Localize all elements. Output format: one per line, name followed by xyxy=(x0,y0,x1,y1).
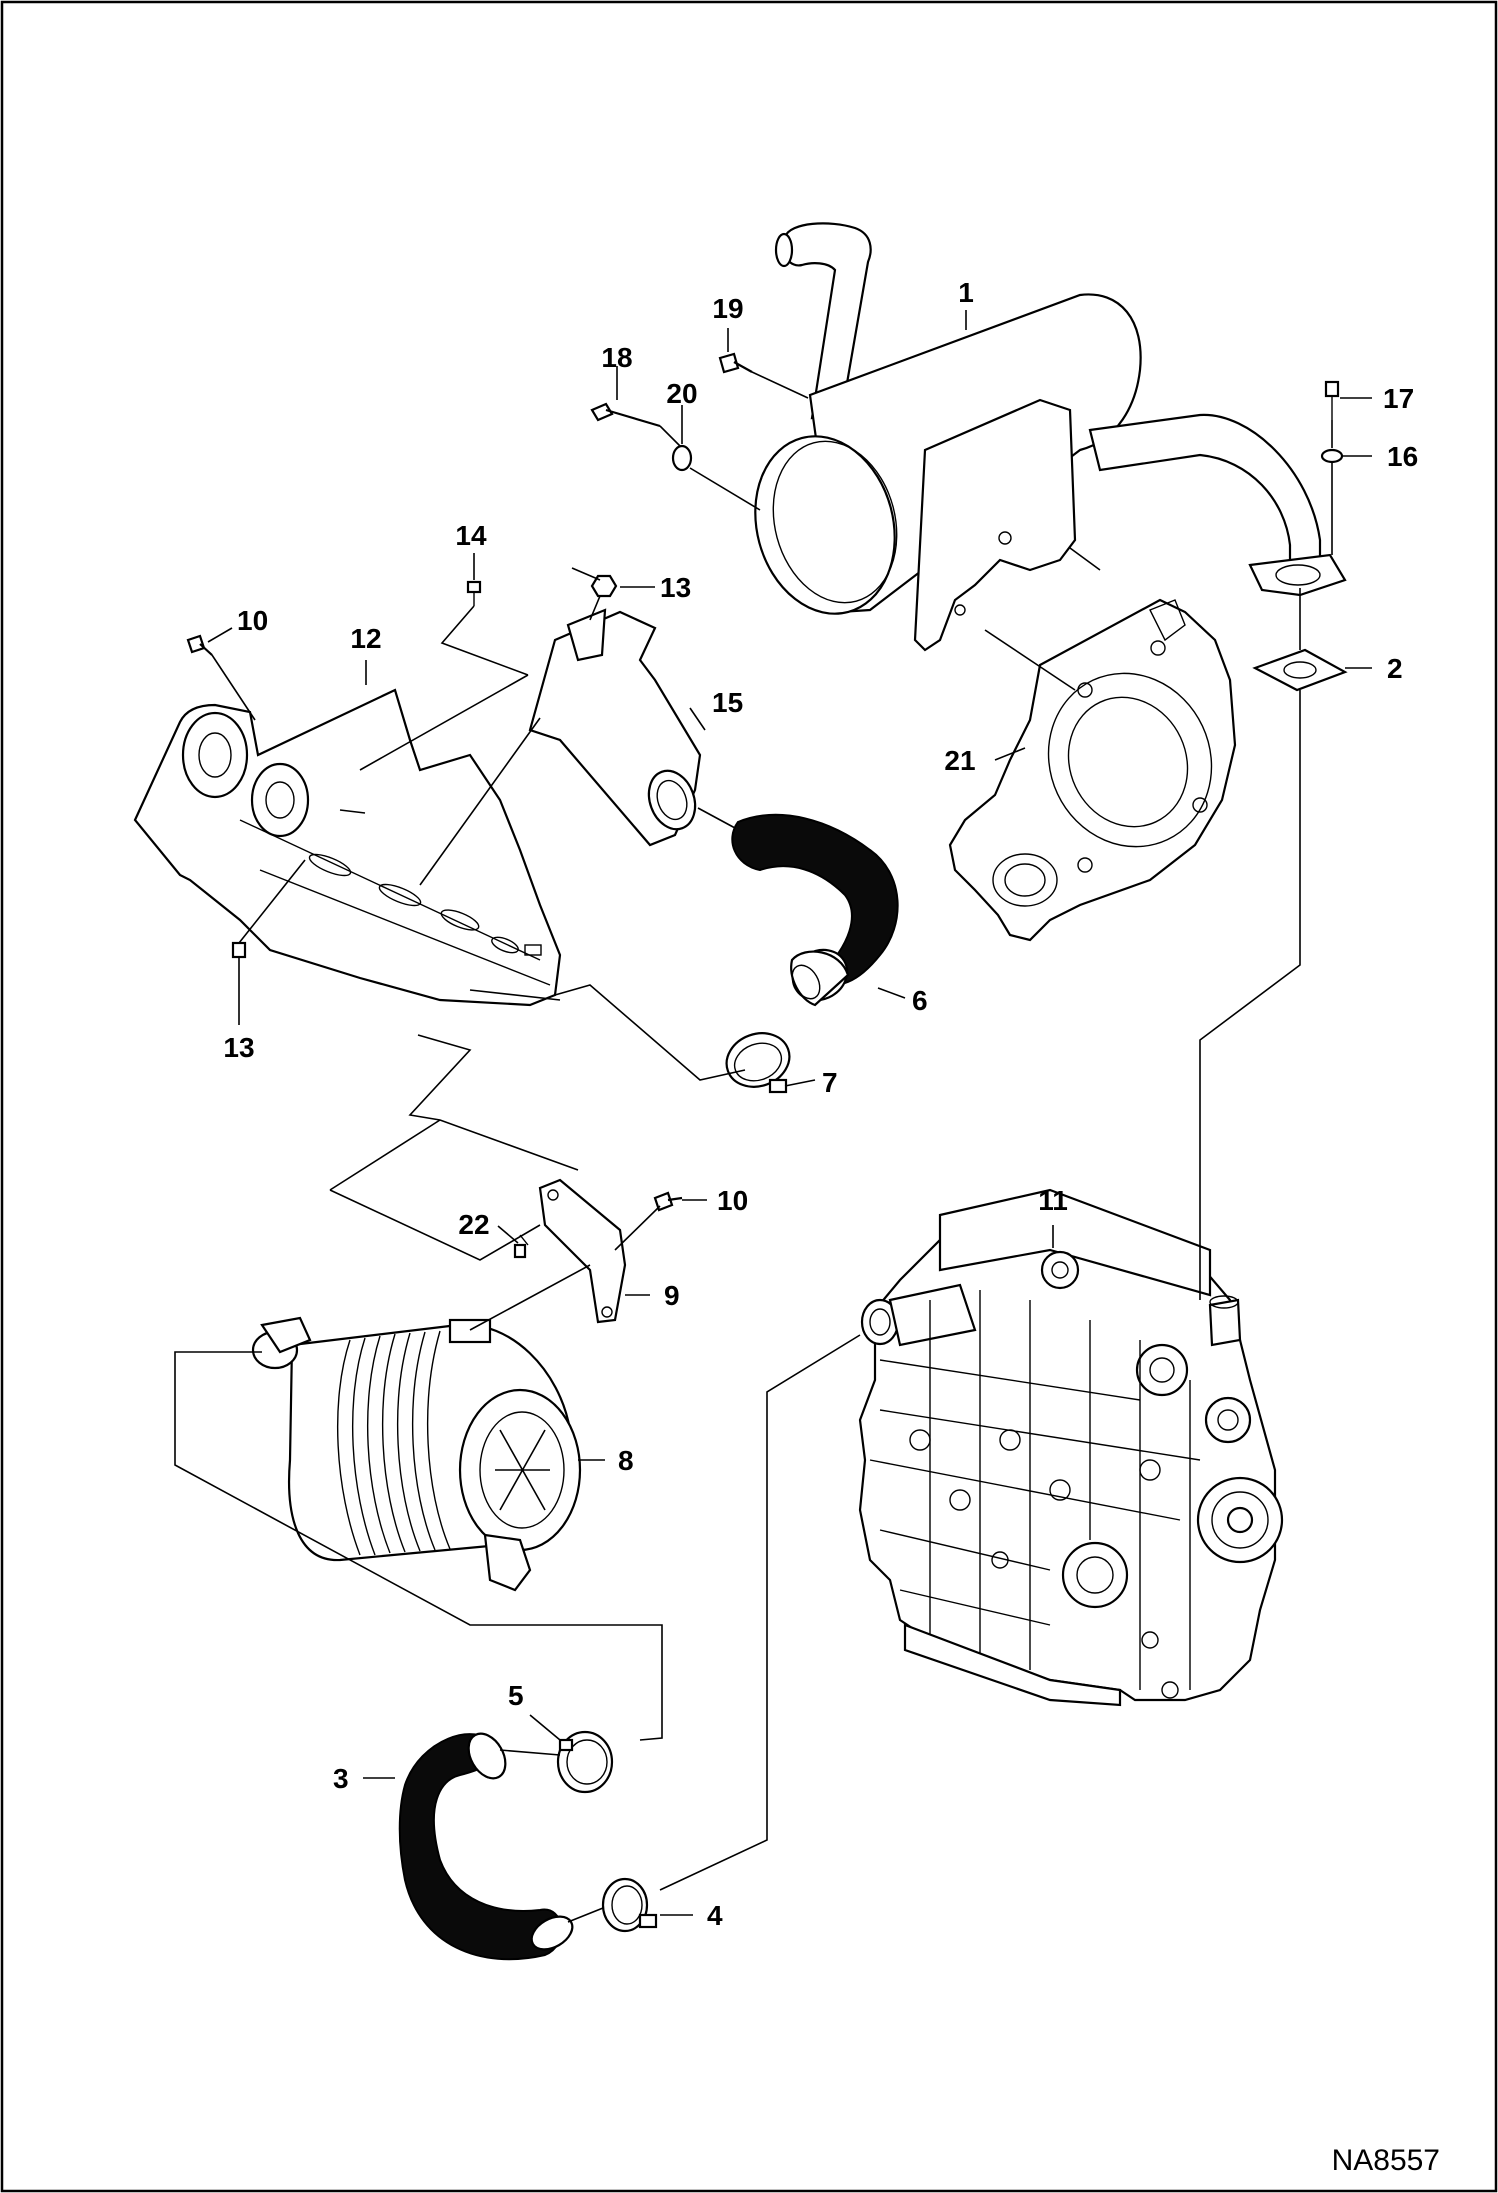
engine-part xyxy=(858,1188,1284,1707)
callout-9: 9 xyxy=(664,1280,680,1311)
callout-14: 14 xyxy=(455,520,487,551)
washer-16-part xyxy=(1320,448,1344,464)
callout-8: 8 xyxy=(618,1445,634,1476)
hose-3-part xyxy=(398,1732,574,1961)
intake-elbow-part xyxy=(528,608,702,847)
callout-10-top: 10 xyxy=(237,605,268,636)
callout-11: 11 xyxy=(1038,1185,1068,1216)
callout-16: 16 xyxy=(1387,441,1418,472)
bracket-9-part xyxy=(538,1178,627,1324)
callout-3: 3 xyxy=(333,1763,349,1794)
bolt-10-top-part xyxy=(186,634,213,656)
callout-17: 17 xyxy=(1383,383,1414,414)
callout-2: 2 xyxy=(1387,653,1403,684)
bolt-17-part xyxy=(1324,380,1340,420)
gasket-part xyxy=(1252,648,1348,692)
callout-4: 4 xyxy=(707,1900,723,1931)
callout-7: 7 xyxy=(822,1067,838,1098)
callout-21: 21 xyxy=(944,745,975,776)
nut-13-top-part xyxy=(590,574,618,598)
leader-lines xyxy=(174,310,1372,1923)
air-cleaner-part xyxy=(251,1316,582,1592)
callout-5: 5 xyxy=(508,1680,524,1711)
hose-6-part xyxy=(731,813,899,1007)
muffler-part xyxy=(754,222,1347,652)
callout-10-bottom: 10 xyxy=(717,1185,748,1216)
callout-22: 22 xyxy=(458,1209,489,1240)
flywheel-housing-part xyxy=(948,598,1237,942)
mount-bracket-part xyxy=(133,688,562,1007)
nut-13-bottom-part xyxy=(231,941,247,959)
callout-20: 20 xyxy=(666,378,697,409)
bolt-18-part xyxy=(590,402,661,428)
clamp-7-part xyxy=(725,1032,791,1094)
bolt-14-part xyxy=(466,580,482,606)
washer-20-part xyxy=(671,444,693,472)
callout-labels: 1 2 3 4 5 6 7 8 9 10 10 11 12 13 13 14 1… xyxy=(223,277,1418,1931)
clamp-4-part xyxy=(601,1877,658,1933)
callout-15: 15 xyxy=(712,687,743,718)
callout-13-top: 13 xyxy=(660,572,691,603)
callout-19: 19 xyxy=(712,293,743,324)
clamp-5-part xyxy=(556,1730,614,1794)
callout-6: 6 xyxy=(912,985,928,1016)
callout-18: 18 xyxy=(601,342,632,373)
figure-id: NA8557 xyxy=(1332,2144,1440,2177)
bolt-19-part xyxy=(718,352,753,374)
callout-12: 12 xyxy=(350,623,381,654)
callout-13-bottom: 13 xyxy=(223,1032,254,1063)
callout-1: 1 xyxy=(958,277,974,308)
